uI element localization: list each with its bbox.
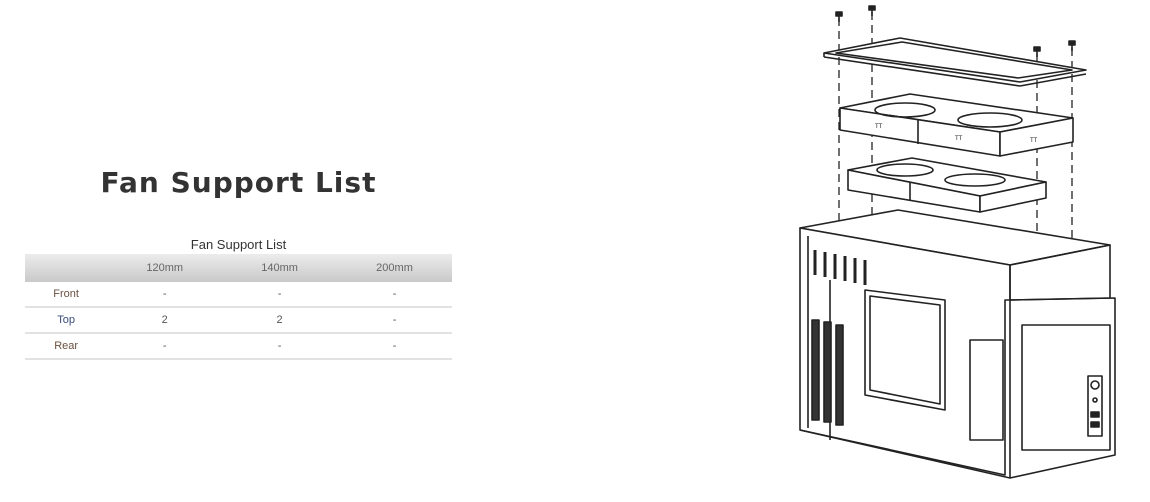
table-row: Rear - - - (25, 333, 452, 360)
screw-icons (835, 5, 1076, 57)
svg-text:TT: TT (955, 136, 963, 142)
fan-pack-top: TT TT TT (839, 93, 1074, 157)
svg-text:TT: TT (875, 124, 883, 130)
table-cell: - (222, 282, 338, 308)
table-cell: - (337, 307, 452, 334)
page-title: Fan Support List (100, 166, 377, 199)
column-header: 140mm (222, 254, 338, 282)
svg-text:TT: TT (1030, 138, 1038, 144)
row-label: Front (25, 282, 108, 308)
table-cell: - (337, 333, 452, 360)
row-label: Top (25, 307, 108, 334)
table-cell: 2 (222, 307, 338, 334)
column-header: 120mm (107, 254, 223, 282)
row-label: Rear (25, 333, 108, 360)
fan-pack-bottom (847, 157, 1047, 213)
table-caption: Fan Support List (190, 237, 287, 252)
fan-support-table: 120mm 140mm 200mm Front - - - Top 2 2 - … (25, 254, 452, 360)
table-cell: - (107, 282, 223, 308)
table-row: Front - - - (25, 282, 452, 308)
table-cell: - (107, 333, 223, 360)
chassis (799, 209, 1116, 479)
table-cell: 2 (107, 307, 223, 334)
table-cell: - (337, 282, 452, 308)
top-bracket (823, 37, 1087, 87)
table-row: Top 2 2 - (25, 307, 452, 334)
column-header: 200mm (337, 254, 452, 282)
table-cell: - (222, 333, 338, 360)
table-header-row: 120mm 140mm 200mm (25, 254, 452, 282)
column-header (25, 254, 108, 282)
case-exploded-view-icon: TT TT TT (799, 5, 1116, 479)
